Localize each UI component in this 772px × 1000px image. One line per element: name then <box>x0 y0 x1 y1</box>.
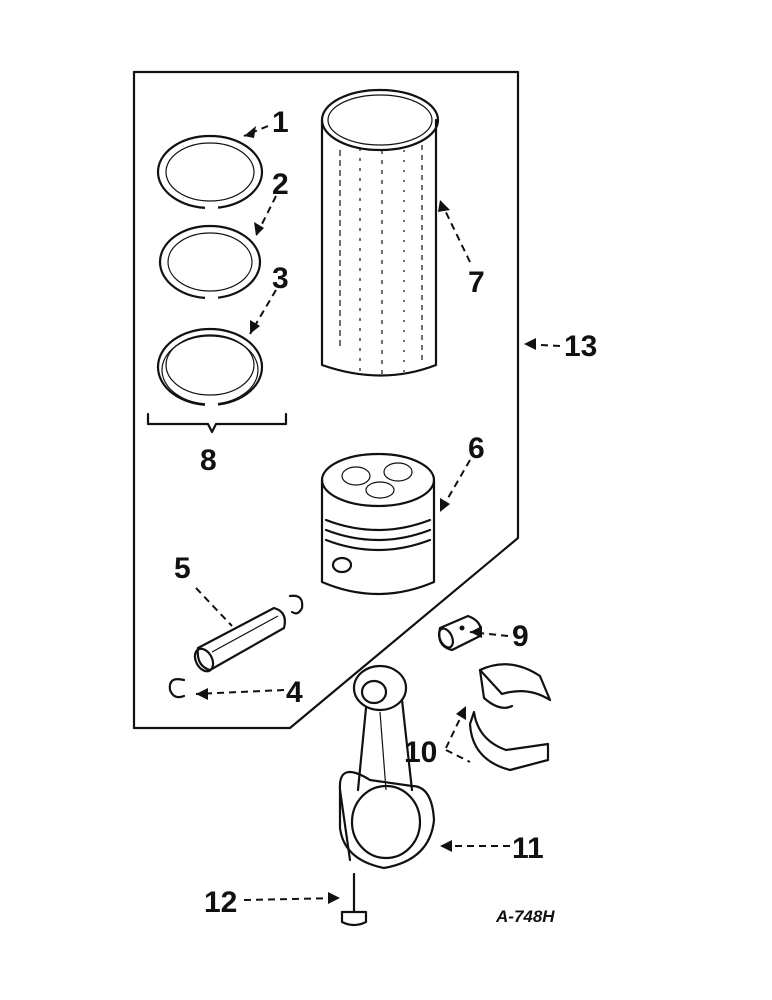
leader-5 <box>195 587 233 627</box>
piston-pin <box>193 606 286 673</box>
callout-3: 3 <box>272 262 289 295</box>
snap-ring-left <box>168 678 186 699</box>
callout-13: 13 <box>564 330 597 363</box>
bolt <box>340 872 368 927</box>
callout-8: 8 <box>200 444 217 477</box>
ring-set-bracket <box>146 412 288 434</box>
callout-6: 6 <box>468 432 485 465</box>
leader-10b <box>445 749 471 763</box>
piston <box>320 452 436 596</box>
callout-12: 12 <box>204 886 237 919</box>
callout-4: 4 <box>286 676 303 709</box>
kit-outline <box>132 70 520 730</box>
connecting-rod <box>338 664 436 870</box>
cylinder-sleeve <box>320 88 440 377</box>
callout-9: 9 <box>512 620 529 653</box>
snap-ring-right <box>288 594 304 615</box>
leader-12 <box>243 897 341 901</box>
callout-7: 7 <box>468 266 485 299</box>
callout-5: 5 <box>174 552 191 585</box>
leader-1 <box>243 125 269 137</box>
callout-2: 2 <box>272 168 289 201</box>
piston-ring-3 <box>156 327 264 407</box>
callout-11: 11 <box>512 832 544 865</box>
reference-code: A-748H <box>495 907 555 926</box>
arrowheads <box>196 126 536 904</box>
piston-ring-2 <box>158 224 262 300</box>
bearing-halves <box>468 663 552 772</box>
leader-4 <box>195 689 285 695</box>
piston-ring-1 <box>156 134 264 210</box>
callout-1: 1 <box>272 106 289 139</box>
leader-9 <box>469 631 509 637</box>
callout-10: 10 <box>404 736 437 769</box>
